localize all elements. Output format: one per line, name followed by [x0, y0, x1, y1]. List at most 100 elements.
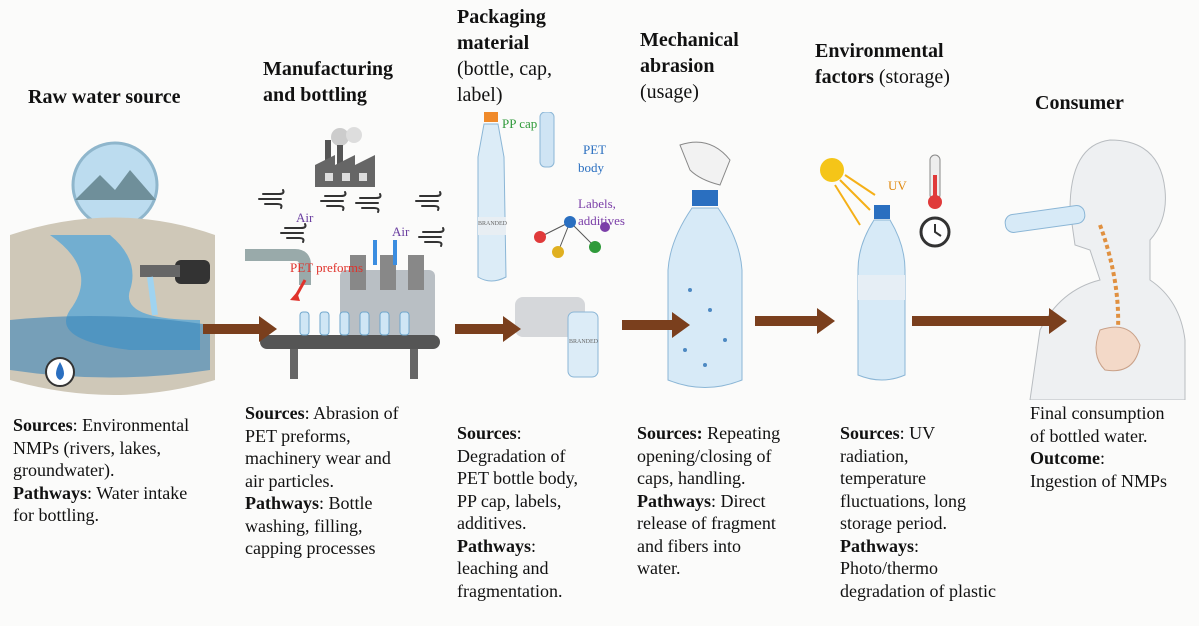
labels-additives-label-2: additives — [578, 213, 625, 228]
text: leaching and — [457, 558, 549, 578]
arrow-icon-2 — [455, 316, 521, 342]
text: degradation of plastic — [840, 580, 996, 601]
body-line: Outcome: — [1030, 447, 1167, 470]
body-line: and fibers into — [637, 535, 780, 558]
bold-text: Environmental — [815, 40, 944, 62]
text: Final consumption — [1030, 403, 1165, 423]
bold-text: abrasion — [640, 55, 715, 77]
text: (usage) — [640, 81, 699, 103]
text: groundwater). — [13, 460, 115, 480]
text: : — [1099, 448, 1105, 468]
bold-text: Sources: — [637, 423, 703, 443]
body-line: Sources: Repeating — [637, 422, 780, 445]
body-line: opening/closing of — [637, 445, 780, 468]
arrow-icon-1 — [203, 316, 277, 342]
body-line: caps, handling. — [637, 467, 780, 490]
bold-text: Pathways — [457, 535, 532, 556]
text: for bottling. — [13, 505, 99, 525]
title-line: Consumer — [1035, 90, 1124, 116]
title-line: Mechanical — [640, 27, 739, 53]
body-line: machinery wear and — [245, 447, 399, 470]
arrow-icon-4 — [755, 308, 835, 334]
text: storage period. — [840, 513, 947, 533]
bold-text: Sources — [457, 423, 517, 443]
body-line: Ingestion of NMPs — [1030, 470, 1167, 493]
body-line: radiation, — [840, 445, 996, 468]
body-line: degradation of plastic — [840, 580, 996, 603]
pp-cap-label: PP cap — [502, 116, 538, 131]
body-line: Pathways: Water intake — [13, 482, 189, 505]
body-line: fluctuations, long — [840, 490, 996, 513]
title-line: label) — [457, 82, 552, 108]
environment-illustration — [820, 154, 951, 381]
bold-text: Manufacturing — [263, 58, 393, 80]
body-line: Degradation of — [457, 445, 578, 468]
branded-label-2: BRANDED — [569, 339, 599, 345]
body-line: of bottled water. — [1030, 425, 1167, 448]
text: opening/closing of — [637, 445, 772, 466]
body-line: washing, filling, — [245, 515, 399, 538]
body-line: groundwater). — [13, 459, 189, 482]
text: : — [531, 535, 537, 556]
consumer-title: Consumer — [1035, 90, 1124, 116]
title-line: Environmental — [815, 38, 950, 64]
title-line: material — [457, 30, 552, 56]
title-line: abrasion — [640, 53, 739, 79]
uv-label: UV — [888, 178, 907, 193]
bold-text: Sources — [13, 415, 73, 435]
bold-text: Pathways — [637, 490, 712, 511]
body-line: additives. — [457, 512, 578, 535]
bold-text: Sources — [840, 423, 900, 443]
factory-icon — [315, 127, 375, 187]
bold-text: Sources — [245, 403, 305, 423]
text: air particles. — [245, 470, 334, 491]
bottle-opening-illustration — [667, 141, 743, 388]
body-line: PP cap, labels, — [457, 490, 578, 513]
bold-text: Packaging — [457, 6, 546, 28]
arrow-icon-3 — [622, 312, 690, 338]
body-line: fragmentation. — [457, 580, 578, 603]
text: temperature — [840, 468, 926, 488]
bold-text: Pathways — [245, 493, 320, 513]
bold-text: Outcome — [1030, 448, 1100, 468]
body-line: Sources: — [457, 422, 578, 445]
bold-text: Consumer — [1035, 92, 1124, 114]
text: (storage) — [873, 66, 950, 88]
branded-label-1: BRANDED — [478, 221, 508, 227]
title-line: (usage) — [640, 79, 739, 105]
text: : Environmental — [72, 415, 190, 435]
text: : — [914, 535, 920, 556]
title-line: (bottle, cap, — [457, 56, 552, 82]
text: water. — [637, 558, 681, 578]
body-line: PET preforms, — [245, 425, 399, 448]
bottling-machine-illustration — [245, 240, 440, 379]
body-line: Pathways: Direct — [637, 490, 780, 513]
text: label) — [457, 84, 503, 106]
bold-text: Pathways — [840, 535, 915, 556]
raw-water-illustration — [10, 141, 215, 395]
body-line: Pathways: — [457, 535, 578, 558]
body-line: storage period. — [840, 512, 996, 535]
text: Degradation of — [457, 445, 566, 466]
title-line: Packaging — [457, 4, 552, 30]
body-line: air particles. — [245, 470, 399, 493]
text: : UV — [899, 423, 936, 443]
text: and fibers into — [637, 535, 741, 556]
text: washing, filling, — [245, 515, 363, 536]
body-line: Sources: UV — [840, 422, 996, 445]
text: radiation, — [840, 445, 909, 466]
text: fluctuations, long — [840, 490, 966, 511]
text: additives. — [457, 513, 527, 533]
text: PP cap, labels, — [457, 490, 562, 511]
bold-text: Mechanical — [640, 29, 739, 51]
body-line: release of fragment — [637, 512, 780, 535]
bold-text: and bottling — [263, 84, 367, 106]
bold-text: factors — [815, 66, 874, 88]
bold-text: Pathways — [13, 482, 88, 503]
text: NMPs (rivers, lakes, — [13, 437, 161, 458]
pet-body-label-1: PET — [583, 142, 607, 157]
air-swirl-icons — [258, 189, 445, 247]
